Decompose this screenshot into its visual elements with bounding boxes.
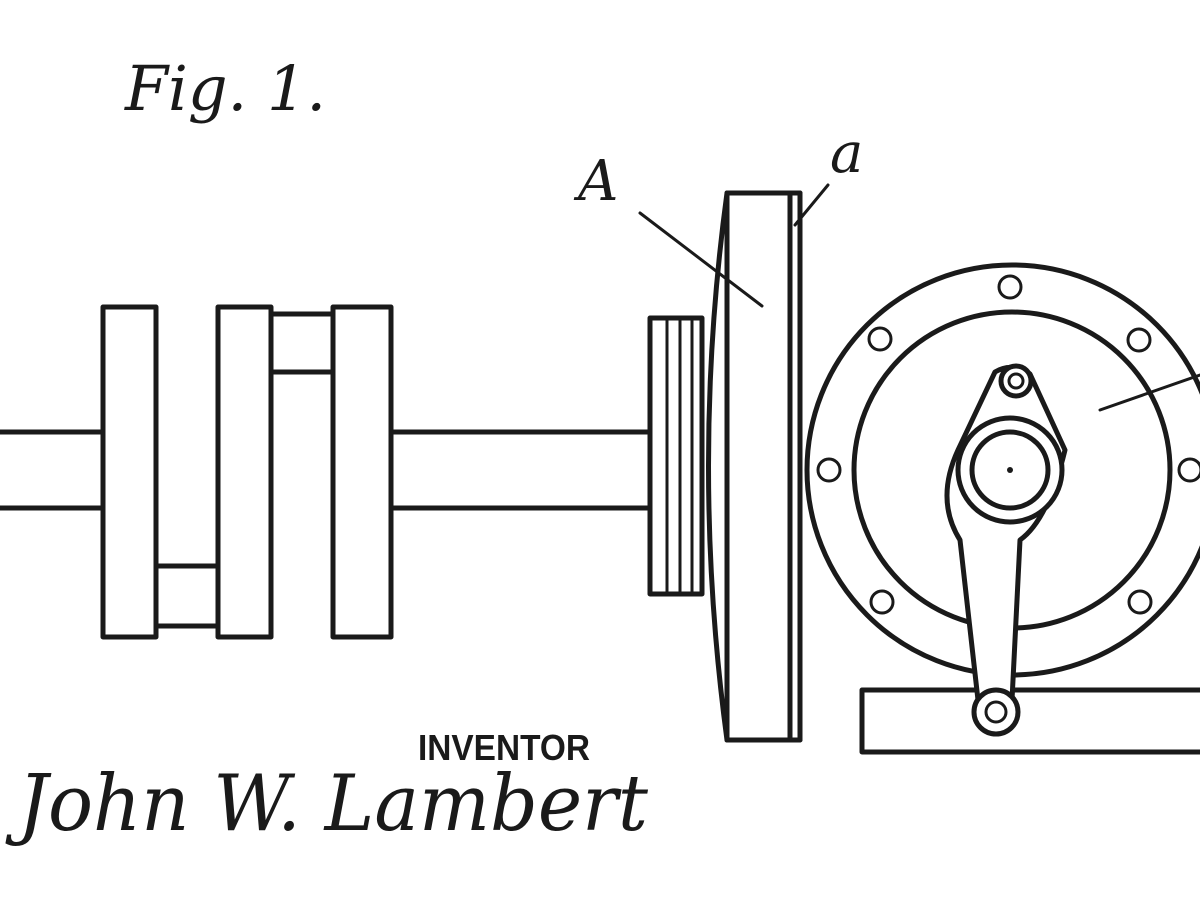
crank-web-1 [100, 304, 159, 640]
bolt-hole [1127, 589, 1153, 615]
crank-top-pin [998, 363, 1034, 399]
leader-line-wheel [1098, 373, 1200, 412]
crank-web-3 [330, 304, 394, 640]
crank-arm [944, 363, 1068, 737]
bolt-hole [816, 457, 842, 483]
bolt-hole [1177, 457, 1200, 483]
crank-web-2 [215, 304, 274, 640]
figure-title: Fig. 1. [124, 52, 326, 125]
crank-bottom-pin-hole [984, 700, 1008, 724]
base-plate [859, 687, 1200, 755]
friction-disc [706, 190, 803, 743]
crank-top-pin-hole [1007, 372, 1025, 390]
shaft-middle [388, 429, 653, 511]
crankshaft [0, 304, 653, 640]
bolt-hole [869, 589, 895, 615]
label-A: A [573, 149, 618, 214]
grooved-hub [647, 315, 705, 597]
bolt-hole [867, 326, 893, 352]
crank-center-dot [1007, 467, 1013, 473]
crank-bottom-pin [971, 687, 1021, 737]
crank-pin-upper [268, 311, 336, 375]
label-a: a [830, 121, 863, 186]
shaft-left [0, 429, 106, 511]
bolt-hole [1126, 327, 1152, 353]
leader-line-a [793, 183, 830, 227]
hub-body [647, 315, 705, 597]
crank-hub-inner [969, 429, 1051, 511]
bolt-hole [997, 274, 1023, 300]
leader-line-A [638, 211, 764, 308]
inventor-heading: INVENTOR [418, 727, 590, 768]
inventor-signature: John W. Lambert [5, 759, 649, 849]
crank-pin-lower [153, 563, 221, 629]
